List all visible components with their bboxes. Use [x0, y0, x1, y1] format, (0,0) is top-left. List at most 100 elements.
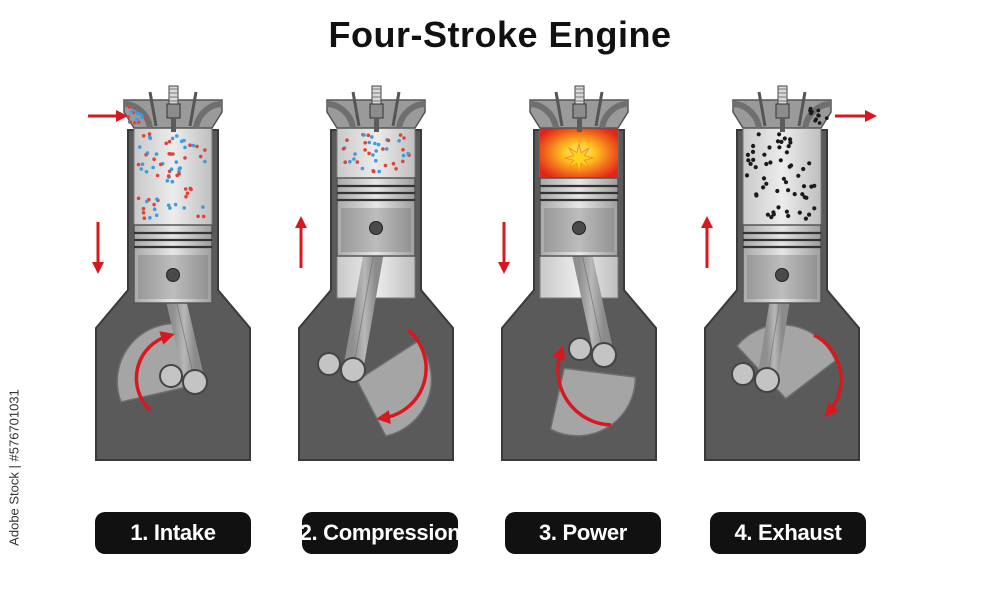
- fuel-particle: [139, 167, 144, 171]
- exhaust-particle: [764, 161, 769, 167]
- exhaust-particle: [816, 113, 821, 118]
- stroke-label-compression: 2. Compression: [300, 512, 461, 554]
- fuel-particle: [406, 151, 410, 156]
- wrist-pin: [775, 268, 789, 282]
- fuel-particle: [133, 121, 137, 125]
- exhaust-particle: [761, 185, 766, 190]
- fuel-particle: [145, 151, 150, 155]
- fuel-particle: [136, 196, 141, 201]
- fuel-particle: [362, 133, 366, 137]
- stroke-label-power: 3. Power: [505, 512, 661, 554]
- crankshaft-counterweight: [549, 367, 637, 437]
- stroke-label-intake: 1. Intake: [95, 512, 251, 554]
- exhaust-particle: [762, 152, 767, 157]
- rotation-arrow-icon: [552, 345, 612, 427]
- piston: [742, 224, 822, 304]
- fuel-particle: [145, 199, 149, 204]
- fuel-particle: [341, 147, 346, 151]
- fuel-particle: [182, 206, 186, 210]
- intake-port: [529, 101, 559, 129]
- spark-plug-icon: [572, 85, 587, 132]
- fuel-particle: [183, 156, 187, 160]
- exhaust-particle: [744, 173, 750, 178]
- fuel-particle: [201, 205, 205, 209]
- fuel-particle: [155, 173, 160, 178]
- crank-pin: [754, 367, 780, 393]
- exhaust-particle: [753, 165, 758, 170]
- rotation-arrow-icon: [134, 331, 175, 412]
- exhaust-valve: [188, 91, 198, 127]
- fuel-particle: [179, 139, 184, 144]
- crank-pin: [182, 369, 208, 395]
- exhaust-particle: [808, 106, 813, 111]
- fuel-particle: [353, 152, 357, 156]
- exhaust-particle: [751, 157, 756, 162]
- fuel-particle: [398, 133, 403, 137]
- exhaust-particle: [788, 140, 793, 145]
- exhaust-particle: [807, 161, 812, 166]
- fuel-particle: [144, 170, 149, 174]
- exhaust-particle: [786, 188, 791, 193]
- fuel-particle: [148, 216, 152, 220]
- fuel-particle: [345, 138, 349, 142]
- exhaust-particle: [804, 195, 809, 200]
- fuel-particle: [144, 116, 148, 120]
- fuel-particle: [126, 115, 131, 119]
- fuel-particle: [166, 174, 171, 178]
- exhaust-particle: [800, 192, 805, 197]
- engine-4: [701, 85, 877, 461]
- exhaust-particle: [784, 209, 789, 214]
- exhaust-particle: [767, 145, 772, 150]
- exhaust-particle: [775, 188, 780, 194]
- exhaust-particle: [792, 192, 797, 197]
- fuel-particle: [136, 111, 141, 116]
- fuel-particle: [366, 133, 371, 137]
- exhaust-particle: [777, 132, 782, 137]
- exhaust-particle: [801, 166, 806, 172]
- fuel-particle: [348, 159, 352, 164]
- exhaust-particle: [748, 161, 753, 166]
- exhaust-particle: [751, 143, 756, 149]
- exhaust-particle: [797, 210, 802, 215]
- fuel-particle: [371, 153, 375, 157]
- fuel-particle: [178, 166, 182, 170]
- wrist-pin: [166, 268, 180, 282]
- crankshaft-counterweight: [356, 340, 433, 437]
- wrist-pin: [369, 221, 383, 235]
- exhaust-particle: [786, 144, 791, 149]
- fuel-particle: [141, 206, 146, 211]
- exhaust-particle: [803, 216, 808, 221]
- exhaust-particle: [783, 180, 789, 185]
- exhaust-port: [599, 101, 629, 129]
- piston: [539, 177, 619, 257]
- engine-2: [295, 85, 454, 461]
- intake-port: [732, 101, 762, 129]
- fuel-particle: [183, 145, 187, 150]
- fuel-particle: [367, 151, 371, 156]
- exhaust-particle: [816, 108, 821, 113]
- exhaust-particle: [781, 176, 786, 181]
- fuel-particle: [166, 203, 171, 208]
- fuel-particle: [203, 159, 207, 164]
- spark-plug-icon: [775, 85, 790, 132]
- exhaust-particle: [779, 139, 784, 144]
- exhaust-particle: [754, 192, 759, 197]
- fuel-particle: [128, 105, 132, 109]
- fuel-particle: [151, 165, 155, 170]
- exhaust-particle: [786, 213, 791, 219]
- fuel-particle: [401, 148, 405, 152]
- fuel-particle: [397, 139, 401, 143]
- fuel-particle: [195, 144, 199, 149]
- piston: [133, 224, 213, 304]
- fuel-particle: [139, 113, 143, 117]
- rotation-arrow-icon: [813, 333, 843, 418]
- exhaust-particle: [814, 117, 818, 122]
- exhaust-particle: [789, 163, 794, 168]
- fuel-particle: [381, 147, 385, 151]
- fuel-particle: [401, 153, 406, 158]
- exhaust-particle: [824, 116, 829, 120]
- intake-valve: [757, 91, 767, 127]
- exhaust-particle: [812, 183, 817, 188]
- exhaust-particle: [761, 176, 767, 181]
